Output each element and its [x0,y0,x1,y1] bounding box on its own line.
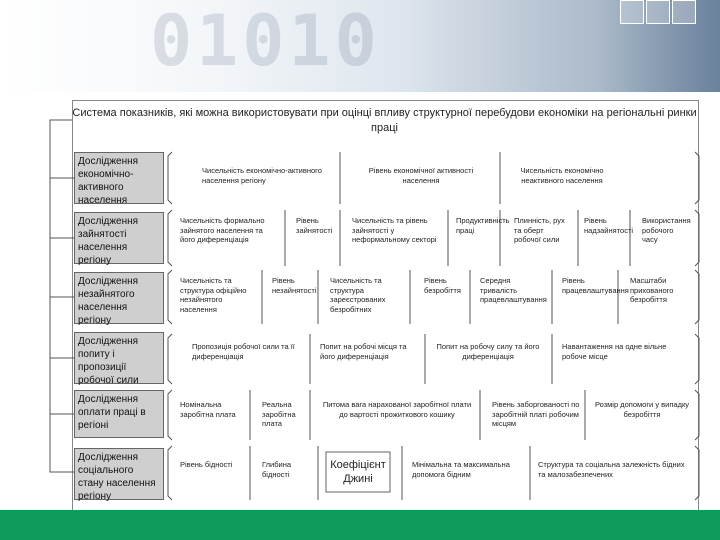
indicator-wage-arrears: Рівень заборгованості по заробітній плат… [492,400,580,428]
category-social-status: Дослідження соціального стану населення … [74,448,164,502]
category-economically-active: Дослідження економічно-активного населен… [74,152,164,206]
indicator-avg-job-search-duration: Середня тривалість працевлаштування [480,276,547,304]
footer-bar [0,510,720,540]
indicator-informal-employment: Чисельність та рівень зайнятості у нефор… [352,216,437,244]
indicator-labor-demand: Попит на робочу силу та його диференціац… [436,342,540,361]
indicator-poverty-depth: Глибина бідності [262,460,292,479]
indicator-unemployment-benefit: Розмір допомоги у випадку безробіття [594,400,690,419]
indicator-inactive-population-count: Чисельність економічно неактивного насел… [520,166,604,185]
indicator-registered-unemployed: Чисельність та структура зареєстрованих … [330,276,386,314]
category-unemployed: Дослідження незайнятого населення регіон… [74,272,164,326]
banner-square-decoration [646,0,670,24]
indicator-joblessness-rate: Рівень безробіття [424,276,461,295]
indicator-vacancy-load: Навантаження на одне вільне робоче місце [562,342,667,361]
category-labor-supply-demand: Дослідження попиту і пропозиції робочої … [74,332,164,386]
indicator-officially-unemployed: Чисельність та структура офіційно незайн… [180,276,247,314]
indicator-formal-employment: Чисельність формально зайнятого населенн… [180,216,265,244]
indicator-activity-level: Рівень економічної активності населення [368,166,474,185]
indicator-poor-social-dependency: Структура та соціальна залежність бідних… [538,460,685,479]
indicator-active-population-count: Чисельність економічно-активного населен… [202,166,322,185]
header-banner: 01010 [0,0,720,92]
diagram-title: Система показників, які можна використов… [72,107,697,134]
indicator-wage-to-basket-ratio: Питома вага нарахованої заробітної плати… [322,400,472,419]
indicator-working-time-use: Використання робочого часу [642,216,691,244]
indicator-nominal-wage: Номінальна заробітна плата [180,400,236,419]
indicator-poverty-assistance: Мінімальна та максимальна допомога бідни… [412,460,510,479]
binary-digits-decoration: 01010 [150,0,381,82]
diagram-frame [72,100,699,512]
banner-square-decoration [672,0,696,24]
banner-square-decoration [620,0,644,24]
indicator-employment-level: Рівень зайнятості [296,216,333,235]
indicator-unemployment-level: Рівень незайнятості [272,276,317,295]
indicator-poverty-level: Рівень бідності [180,460,233,469]
indicator-real-wage: Реальна заробітна плата [262,400,296,428]
indicator-hidden-unemployment: Масштаби прихованого безробіття [630,276,674,304]
category-wages: Дослідження оплати праці в регіоні [74,390,164,438]
indicator-labor-turnover: Плинність, рух та оберт робочої сили [514,216,565,244]
indicator-placement-rate: Рівень працевлаштування [562,276,629,295]
indicator-overemployment: Рівень надзайнятості [584,216,634,235]
indicator-productivity: Продуктивність праці [456,216,510,235]
category-employment: Дослідження зайнятості населення регіону [74,212,164,266]
indicator-gini-coefficient: Коефіцієнт Джині [330,459,386,485]
indicator-labor-supply: Пропозиція робочої сили та її диференціа… [192,342,295,361]
indicator-job-demand: Попит на робочі місця та його диференціа… [320,342,407,361]
